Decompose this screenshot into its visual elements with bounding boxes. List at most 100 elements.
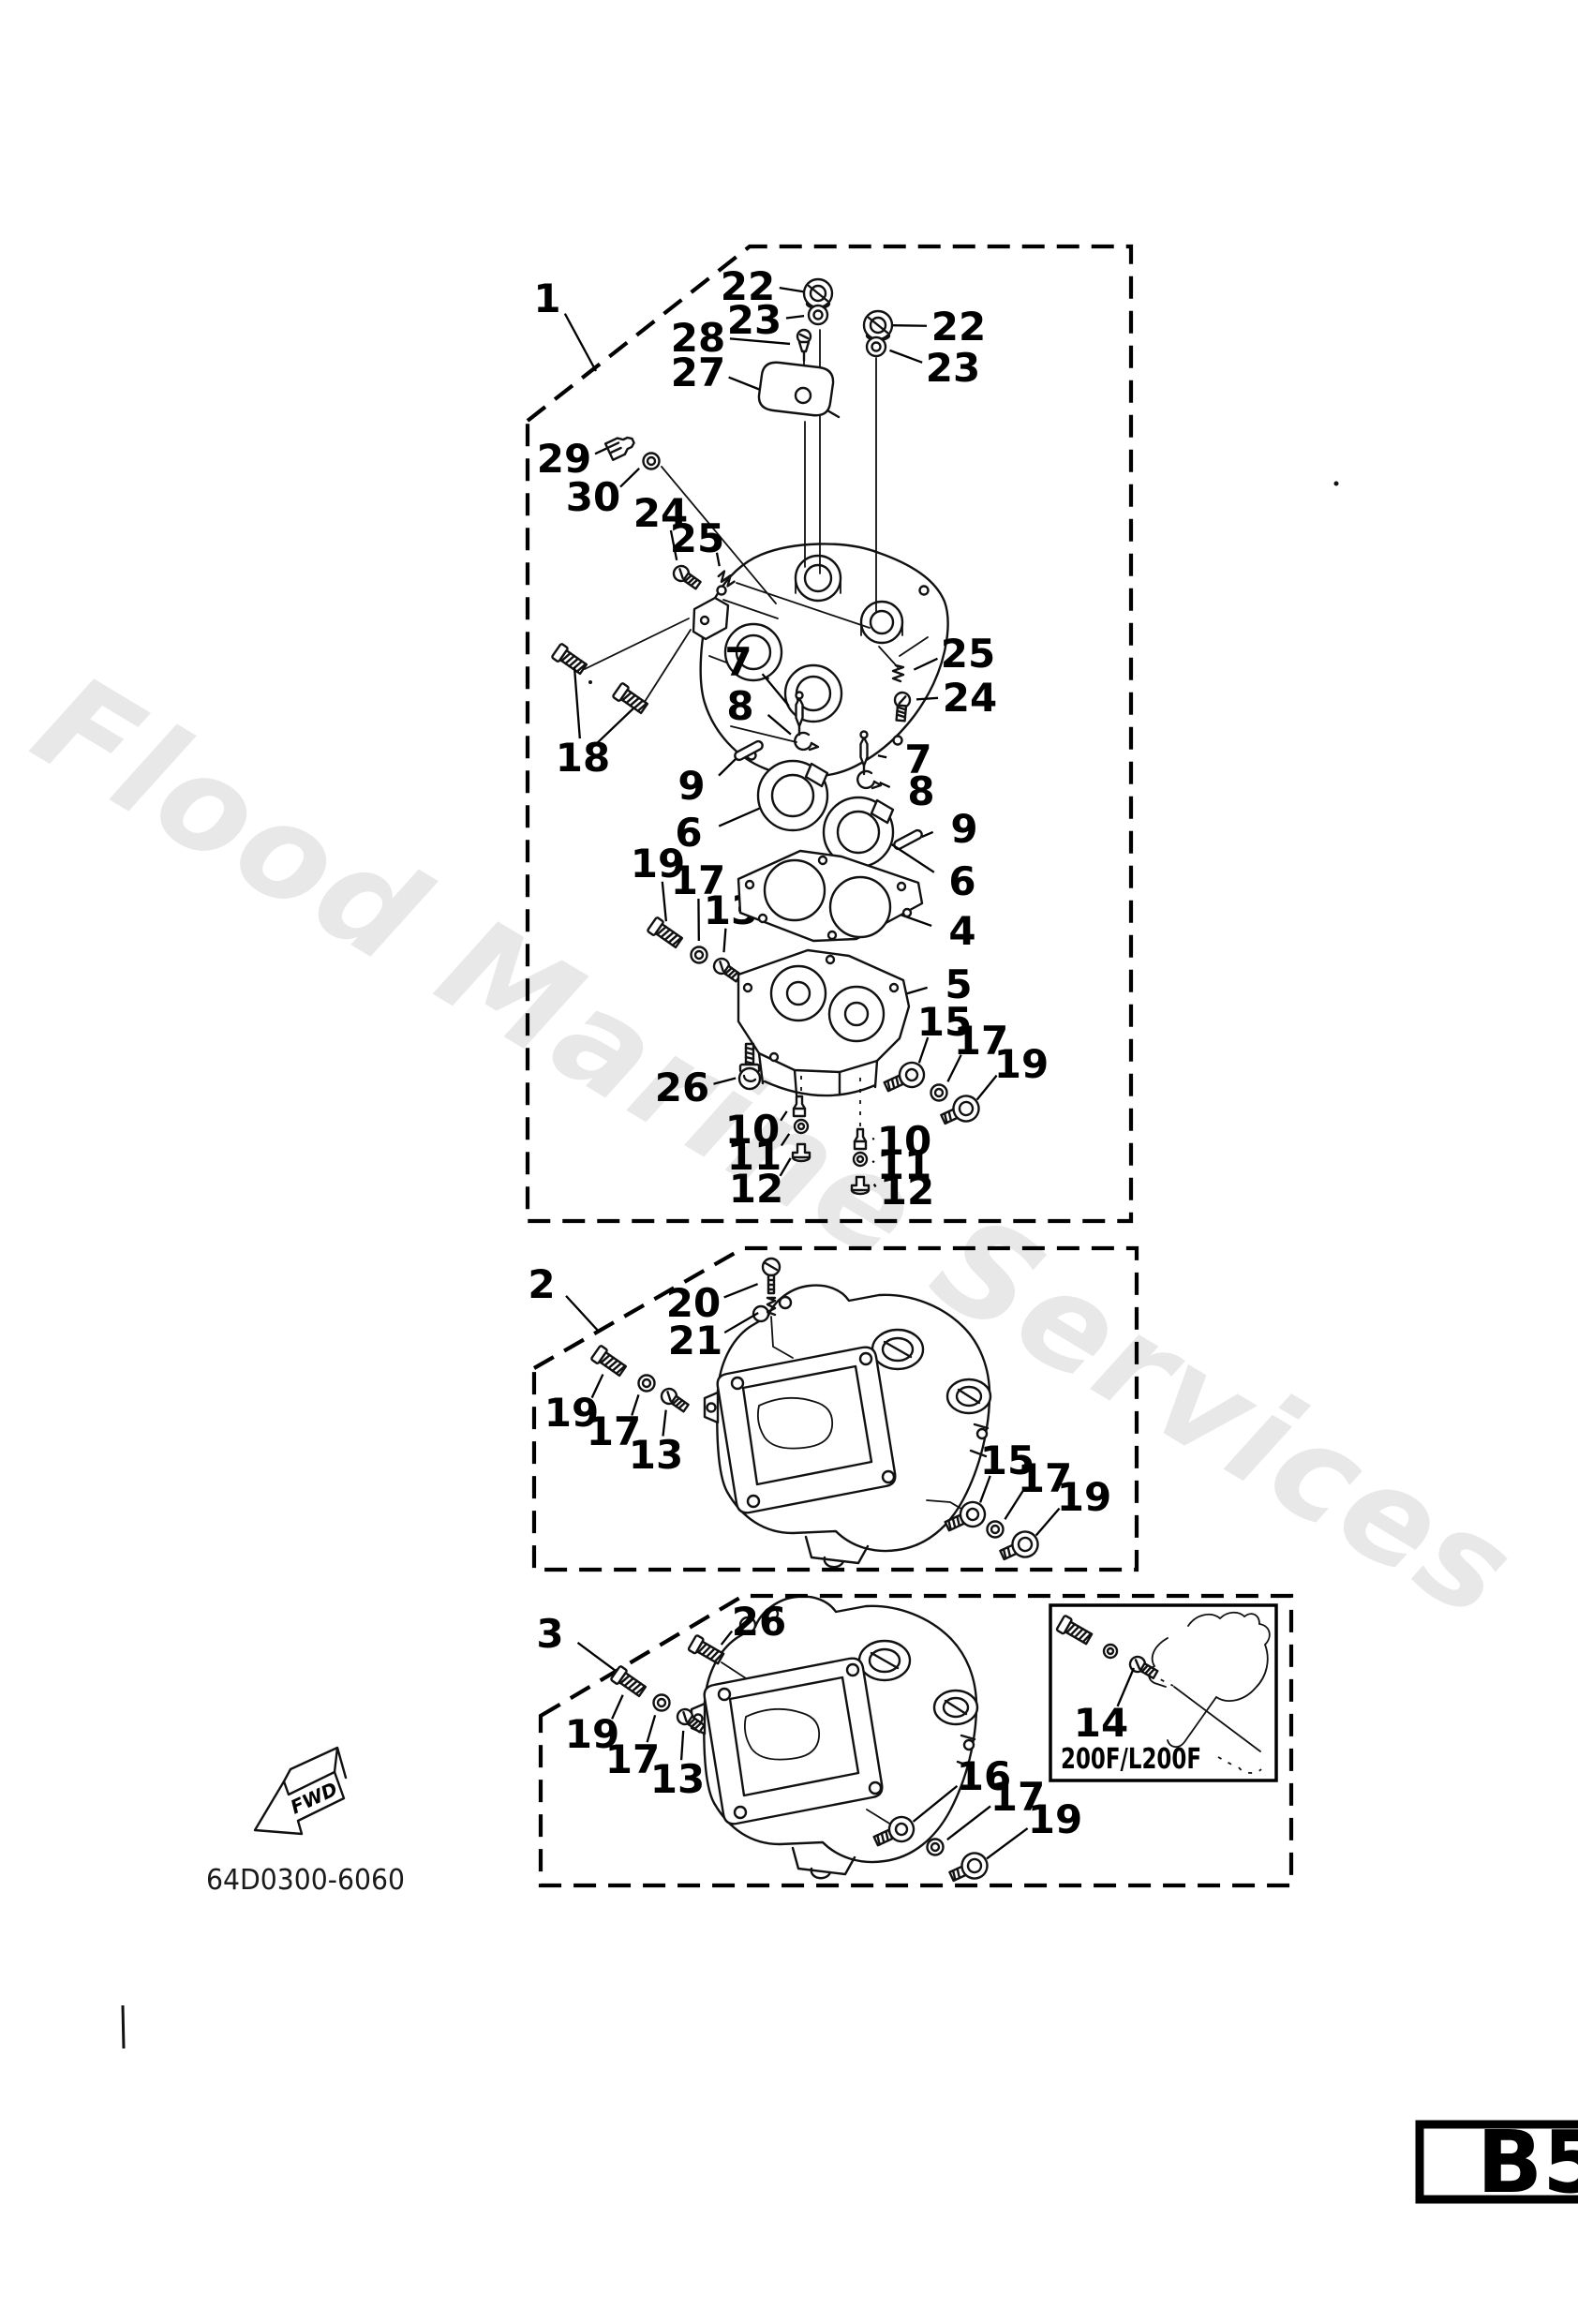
leader-line <box>563 313 598 372</box>
screw-side-icon <box>1055 1615 1094 1646</box>
ring-icon <box>807 304 829 326</box>
leader-line <box>916 696 939 701</box>
spring-s-icon <box>891 663 905 683</box>
callout-label-17: 17 <box>587 1408 641 1454</box>
leader-line <box>631 1394 640 1416</box>
callout-label-13: 13 <box>650 1756 705 1802</box>
leader-line <box>917 1036 930 1064</box>
callout-label-25: 25 <box>941 631 995 677</box>
leader-line <box>662 1409 667 1437</box>
callout-label-27: 27 <box>671 350 725 395</box>
screw-flange-icon <box>940 1095 980 1125</box>
callout-label-7: 7 <box>904 737 931 782</box>
leader-line <box>767 713 792 736</box>
callout-label-30: 30 <box>566 474 620 520</box>
leader-line <box>590 1374 604 1399</box>
callout-label-11: 11 <box>877 1142 931 1188</box>
callout-label-20: 20 <box>666 1280 721 1326</box>
callout-label-17: 17 <box>1018 1455 1072 1501</box>
stray-dot <box>1333 481 1339 486</box>
leader-line <box>594 446 609 455</box>
callout-label-13: 13 <box>629 1432 683 1478</box>
screw-top-icon <box>737 1042 762 1091</box>
leader-line <box>780 1133 791 1147</box>
leader-line <box>1035 1507 1061 1537</box>
screw-short-icon <box>672 564 702 590</box>
assembly-boundary-1 <box>525 244 1134 1224</box>
leader-line <box>661 881 668 922</box>
leader-line <box>779 286 805 293</box>
callout-label-26: 26 <box>732 1599 786 1645</box>
callout-label-6: 6 <box>675 810 702 856</box>
leader-line <box>565 1295 601 1333</box>
screw-side-icon <box>610 1665 648 1698</box>
gasket-icon <box>737 849 924 943</box>
callout-label-18: 18 <box>556 735 610 781</box>
stray-dot <box>588 680 592 684</box>
leader-line <box>669 529 678 561</box>
callout-label-10: 10 <box>725 1107 780 1153</box>
screw-side-icon <box>612 682 649 715</box>
callout-label-23: 23 <box>926 345 980 391</box>
inset-carburetor-sketch <box>1148 1611 1271 1774</box>
leader-line <box>978 1475 991 1503</box>
screw-side-icon <box>687 1634 725 1665</box>
callout-label-19: 19 <box>994 1041 1049 1087</box>
callout-label-9: 9 <box>677 763 705 809</box>
carburetor-illustration-1 <box>692 543 949 778</box>
leader-line <box>1116 1667 1136 1707</box>
callout-label-25: 25 <box>670 515 724 561</box>
carburetor-illustration-3 <box>690 1595 979 1880</box>
callout-label-1: 1 <box>533 276 560 321</box>
screw-short-icon <box>676 1707 706 1734</box>
leader-line <box>723 1311 759 1334</box>
leader-line <box>1004 1490 1024 1520</box>
cap-icon <box>862 309 894 342</box>
callout-label-4: 4 <box>948 908 975 954</box>
leader-line <box>729 337 791 346</box>
needle-icon <box>795 691 804 737</box>
leader-line <box>646 1715 657 1743</box>
jet-icon <box>853 1127 868 1151</box>
leader-line <box>718 756 737 777</box>
leader-line <box>872 1184 877 1188</box>
callout-label-9: 9 <box>950 806 977 852</box>
screw-socket-icon <box>944 1500 987 1532</box>
washer-icon <box>652 1693 671 1712</box>
leader-line <box>913 657 938 671</box>
callout-label-2: 2 <box>528 1261 555 1307</box>
plate-icon <box>757 361 841 419</box>
leader-line <box>715 552 721 567</box>
inset-model-label: 200F/L200F <box>1061 1743 1201 1776</box>
leader-line <box>720 1630 734 1646</box>
callout-label-17: 17 <box>671 857 725 903</box>
leader-line <box>891 324 928 327</box>
callout-label-19: 19 <box>631 841 685 886</box>
callout-label-17: 17 <box>954 1018 1008 1064</box>
leader-line <box>946 1805 991 1841</box>
leader-line <box>879 781 891 789</box>
callout-label-23: 23 <box>727 297 782 343</box>
callout-label-7: 7 <box>724 639 752 685</box>
washer-icon <box>690 946 708 964</box>
callout-label-17: 17 <box>605 1736 660 1782</box>
nipple-icon <box>603 436 635 461</box>
leader-line <box>718 806 762 827</box>
assembly-boundary-3 <box>538 1593 1294 1888</box>
leader-line <box>921 830 934 839</box>
page-code-box: B5 <box>1415 2112 1578 2212</box>
screw-side-icon <box>647 916 684 949</box>
screw-short-icon <box>712 957 742 983</box>
washer-icon <box>642 452 661 470</box>
callout-label-19: 19 <box>1057 1474 1111 1520</box>
fwd-arrow: FWD <box>253 1746 348 1836</box>
leader-line <box>877 754 887 759</box>
callout-label-12: 12 <box>880 1168 934 1214</box>
screw-short-icon <box>660 1387 690 1413</box>
screw-socket-icon <box>872 1815 916 1847</box>
leader-line <box>713 1077 737 1085</box>
screw-flange-icon <box>999 1530 1039 1561</box>
float-icon <box>756 759 829 832</box>
